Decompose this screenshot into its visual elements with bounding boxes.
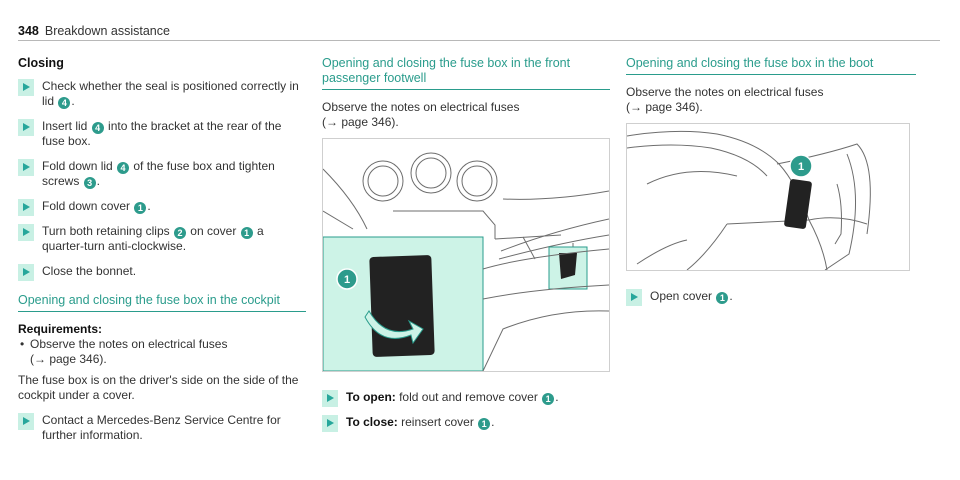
boot-illustration: 1 xyxy=(626,123,910,271)
column-left: Closing Check whether the seal is positi… xyxy=(18,56,306,453)
step-text: Fold down lid xyxy=(42,159,117,173)
step-arrow-icon xyxy=(18,119,34,136)
callout-badge: 4 xyxy=(117,162,130,174)
boot-notes: Observe the notes on electrical fuses (→… xyxy=(626,85,824,114)
callout-badge: 1 xyxy=(542,393,555,405)
closing-step: Check whether the seal is positioned cor… xyxy=(18,79,306,109)
step-arrow-icon xyxy=(18,224,34,241)
column-middle: Opening and closing the fuse box in the … xyxy=(322,56,610,440)
step-text: on cover xyxy=(186,224,240,238)
footwell-section-title: Opening and closing the fuse box in the … xyxy=(322,56,610,90)
step-text: into the bracket at the rear of the fuse… xyxy=(42,119,282,148)
dashboard-drawing: 1 xyxy=(323,152,609,371)
callout-badge: 4 xyxy=(91,122,104,134)
footwell-notes: Observe the notes on electrical fuses (→… xyxy=(322,100,520,129)
header-divider xyxy=(18,40,940,41)
close-step: To close: reinsert cover 1. xyxy=(322,415,610,432)
page-number: 348 xyxy=(18,24,39,38)
step-arrow-icon xyxy=(626,289,642,306)
callout-badge: 1 xyxy=(240,227,253,239)
open-cover-step: Open cover 1. xyxy=(626,289,916,306)
step-text: . xyxy=(147,199,151,213)
contact-step: Contact a Mercedes-Benz Service Centre f… xyxy=(18,413,306,443)
closing-step: Fold down lid 4 of the fuse box and tigh… xyxy=(18,159,306,189)
step-text: Fold down cover xyxy=(42,199,134,213)
step-text: . xyxy=(96,174,101,188)
closing-heading: Closing xyxy=(18,56,64,70)
step-text: . xyxy=(71,94,75,108)
boot-section-title: Opening and closing the fuse box in the … xyxy=(626,56,916,75)
cockpit-section-title: Opening and closing the fuse box in the … xyxy=(18,293,306,312)
step-arrow-icon xyxy=(322,390,338,407)
step-arrow-icon xyxy=(18,79,34,96)
callout-badge: 3 xyxy=(83,177,96,189)
column-right: Opening and closing the fuse box in the … xyxy=(626,56,916,314)
requirements-item: Observe the notes on electrical fuses (→… xyxy=(18,337,306,367)
page-reference: (→ page 346). xyxy=(626,100,703,114)
step-text: Close the bonnet. xyxy=(42,264,137,278)
step-arrow-icon xyxy=(18,264,34,281)
callout-badge: 1 xyxy=(716,292,729,304)
closing-step: Fold down cover 1. xyxy=(18,199,306,216)
step-arrow-icon xyxy=(18,413,34,430)
cockpit-paragraph: The fuse box is on the driver's side on … xyxy=(18,373,299,402)
boot-drawing: 1 xyxy=(627,130,871,270)
callout-badge: 2 xyxy=(173,227,186,239)
page-reference: (→ page 346). xyxy=(30,352,107,366)
closing-step: Close the bonnet. xyxy=(18,264,306,281)
step-arrow-icon xyxy=(18,199,34,216)
closing-steps: Check whether the seal is positioned cor… xyxy=(18,79,306,281)
closing-step: Insert lid 4 into the bracket at the rea… xyxy=(18,119,306,149)
step-text: Turn both retaining clips xyxy=(42,224,173,238)
section-title: Breakdown assistance xyxy=(44,24,170,38)
page-reference: (→ page 346). xyxy=(322,115,399,129)
callout-badge: 1 xyxy=(478,418,491,430)
figure-callout: 1 xyxy=(798,161,804,173)
callout-badge: 4 xyxy=(58,97,71,109)
step-arrow-icon xyxy=(322,415,338,432)
step-text: a quarter-turn anti-clockwise. xyxy=(42,224,264,253)
footwell-illustration: 1 xyxy=(322,138,610,372)
step-text: Check whether the seal is positioned cor… xyxy=(42,79,299,108)
open-step: To open: fold out and remove cover 1. xyxy=(322,390,610,407)
callout-badge: 1 xyxy=(134,202,147,214)
page-header: 348 Breakdown assistance xyxy=(18,24,170,38)
requirements-label: Requirements: xyxy=(18,322,103,336)
step-text: Insert lid xyxy=(42,119,91,133)
step-arrow-icon xyxy=(18,159,34,176)
closing-step: Turn both retaining clips 2 on cover 1 a… xyxy=(18,224,306,254)
step-text: of the fuse box and tighten screws xyxy=(42,159,275,188)
figure-callout: 1 xyxy=(344,274,350,286)
